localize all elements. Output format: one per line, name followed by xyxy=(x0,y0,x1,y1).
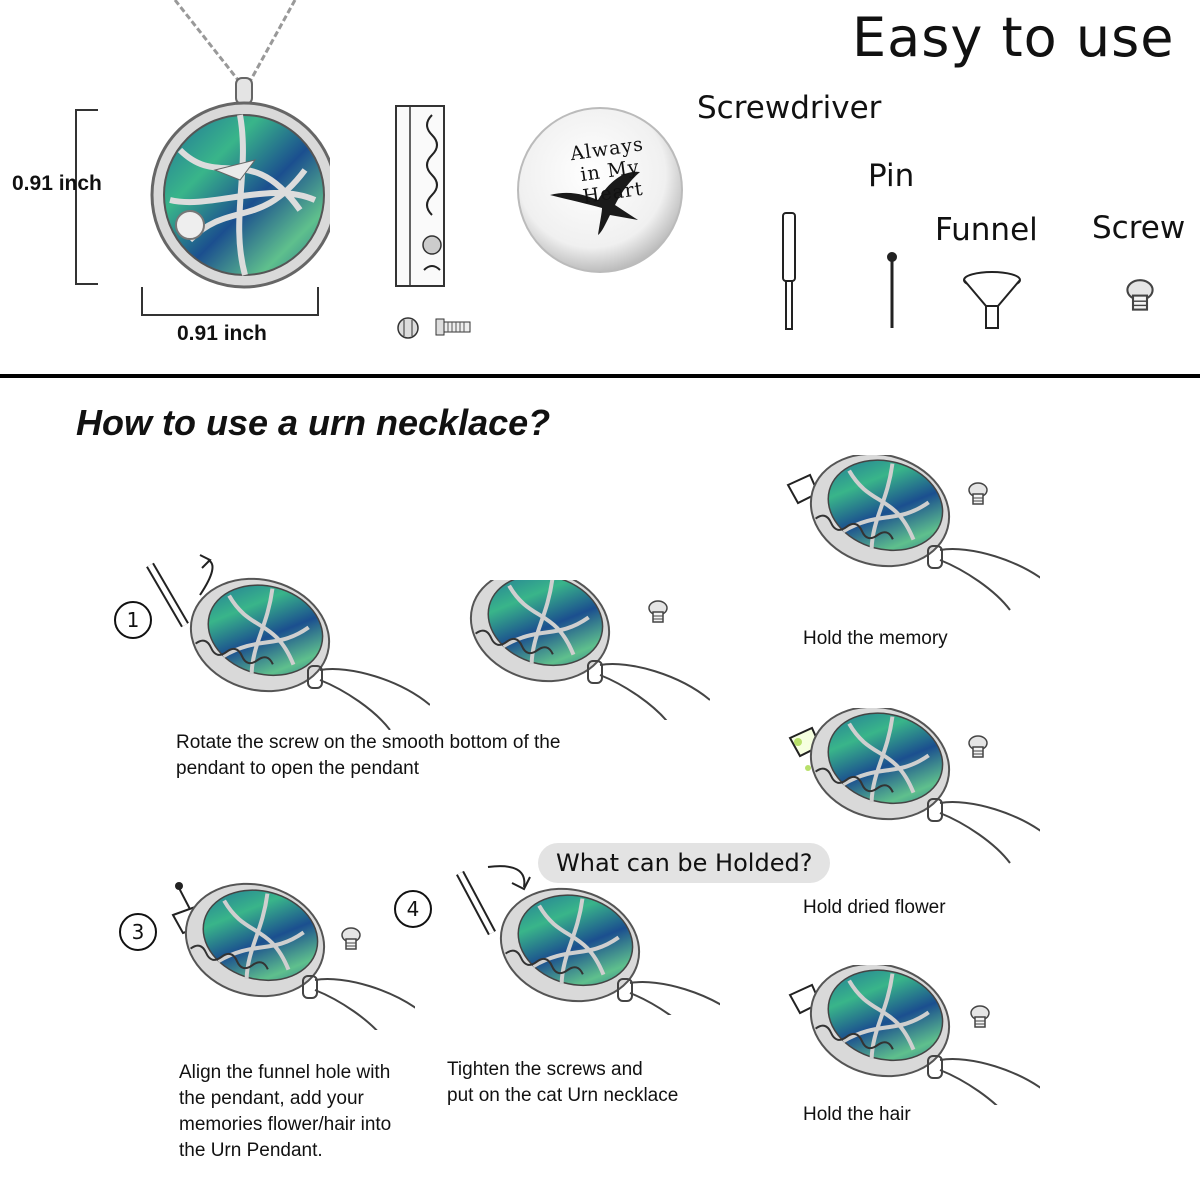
pendant-side-view xyxy=(395,105,445,339)
hold-hair-label: Hold the hair xyxy=(803,1104,911,1125)
hold-memory-illustration xyxy=(786,455,1040,611)
pendant-image xyxy=(150,0,330,289)
label-funnel: Funnel xyxy=(935,212,1038,248)
width-bracket xyxy=(141,287,319,316)
step-number-1: 1 xyxy=(114,601,152,639)
step-3-illustration xyxy=(171,880,415,1030)
section-title: How to use a urn necklace? xyxy=(76,402,551,443)
step-4-illustration xyxy=(456,865,720,1015)
height-label: 0.91 inch xyxy=(12,172,102,195)
step-number-3: 3 xyxy=(119,913,157,951)
engraved-back-disc xyxy=(517,107,683,273)
step-2-illustration xyxy=(460,580,710,720)
screw-side-icon xyxy=(435,318,471,336)
screwdriver-icon xyxy=(782,212,796,330)
label-pin: Pin xyxy=(868,158,915,194)
engraving-text: Always in My Heart xyxy=(568,133,646,208)
section-divider xyxy=(0,374,1200,378)
screw-icon xyxy=(1126,279,1154,311)
page-title: Easy to use xyxy=(852,6,1175,69)
hold-memory-label: Hold the memory xyxy=(803,628,948,649)
height-bracket xyxy=(75,109,98,285)
hold-flower-label: Hold dried flower xyxy=(803,897,946,918)
step-1-illustration xyxy=(146,554,430,730)
funnel-icon xyxy=(963,271,1021,329)
pin-icon xyxy=(887,252,897,328)
label-screwdriver: Screwdriver xyxy=(697,90,882,126)
step-1-text: Rotate the screw on the smooth bottom of… xyxy=(176,732,561,779)
label-screw: Screw xyxy=(1092,210,1186,246)
hold-hair-illustration xyxy=(788,965,1040,1105)
width-label: 0.91 inch xyxy=(177,322,267,345)
hold-flower-illustration xyxy=(788,708,1040,864)
holdable-question: What can be Holded? xyxy=(538,843,831,883)
step-number-4: 4 xyxy=(394,890,432,928)
